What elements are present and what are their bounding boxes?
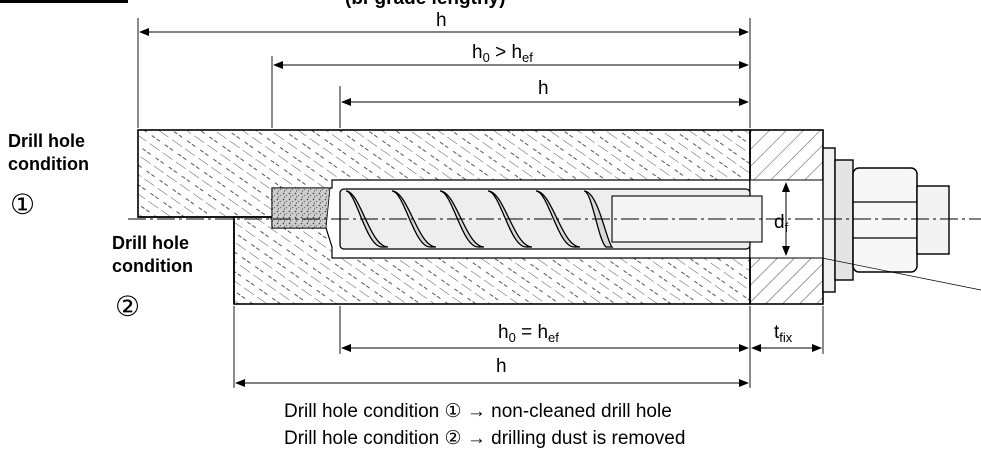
condition-2-line2: condition: [112, 256, 193, 276]
legend-condition-1: Drill hole condition ① → non-cleaned dri…: [284, 400, 672, 423]
legend-2-arrow: →: [461, 428, 492, 449]
condition-1-line2: condition: [8, 154, 89, 174]
legend-1-text: non-cleaned drill hole: [491, 401, 672, 422]
legend-2-number: ②: [444, 428, 462, 449]
label-h0-gt-hef: h0 > hef: [472, 42, 533, 65]
legend-condition-2: Drill hole condition ② → drilling dust i…: [284, 427, 685, 450]
label-h-top: h: [436, 10, 447, 31]
condition-1-label: Drill hole condition: [8, 130, 89, 176]
dimension-lines: [139, 28, 822, 387]
drilling-dust: [271, 187, 331, 229]
label-h0-eq-hef: h0 = hef: [498, 322, 559, 345]
leader-line: [821, 257, 981, 291]
label-df: df: [774, 212, 789, 235]
washer: [822, 147, 836, 293]
legend-1-number: ①: [444, 401, 462, 422]
hex-head: [852, 167, 918, 273]
legend-2-text: drilling dust is removed: [491, 428, 686, 449]
legend-1-arrow: →: [461, 401, 492, 422]
condition-2-number: ②: [115, 290, 141, 323]
washer-inner: [834, 159, 854, 281]
condition-1-line1: Drill hole: [8, 131, 86, 151]
condition-2-label: Drill hole condition: [112, 232, 193, 278]
condition-2-line1: Drill hole: [112, 233, 190, 253]
legend-1-prefix: Drill hole condition: [284, 401, 445, 422]
condition-1-number: ①: [10, 188, 36, 221]
header-underline: [0, 0, 128, 3]
extension-lines: [137, 18, 824, 388]
label-tfix: tfix: [774, 322, 793, 345]
label-h-bottom: h: [496, 356, 507, 377]
label-h-inner: h: [538, 78, 549, 99]
legend-2-prefix: Drill hole condition: [284, 428, 445, 449]
header-title: (bi-grade lengthy): [345, 0, 505, 10]
